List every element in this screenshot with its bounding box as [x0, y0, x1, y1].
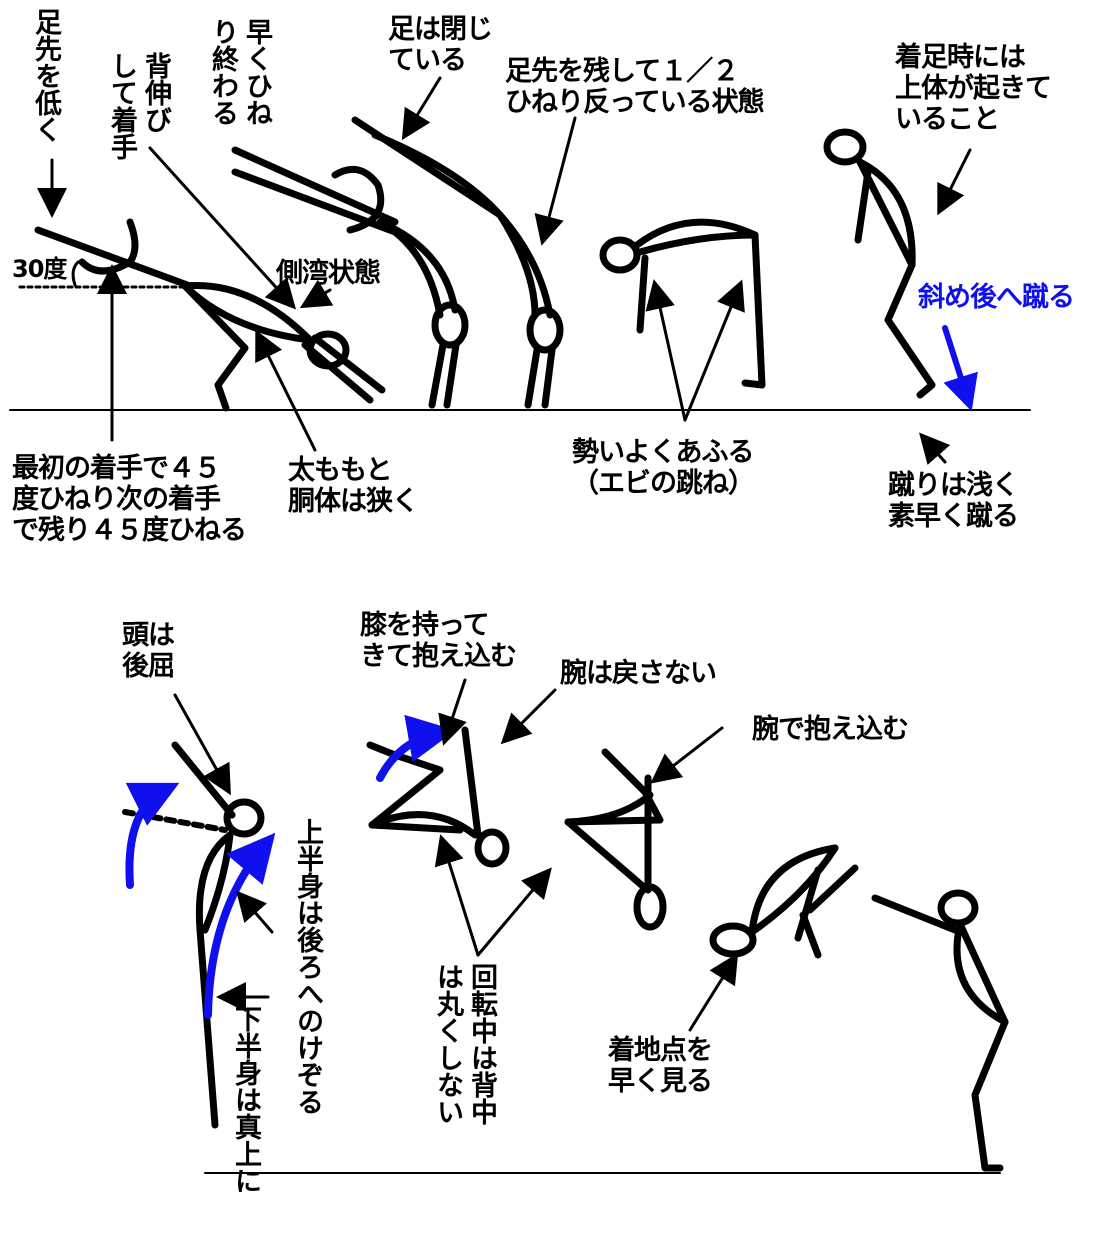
label-look-landing: 着地点を 早く見る [608, 1035, 713, 1097]
figure-5 [823, 128, 936, 399]
figure-9 [709, 844, 859, 959]
figure-7 [366, 714, 510, 868]
figure-6 [122, 741, 276, 1129]
label-back-round: 回転中は背中 は丸くしない [432, 963, 497, 1125]
label-toe-low: 足先を低く [30, 8, 61, 143]
label-landing-upright: 着足時には 上体が起きて いること [895, 42, 1052, 135]
label-twist-early: 早くひね り終わる [207, 18, 272, 126]
label-upper-body: 上半身は後ろへのけぞる [292, 818, 323, 1115]
label-lower-body: 下半身は真上に [230, 1005, 261, 1194]
label-thigh-torso: 太ももと 胴体は狭く [288, 455, 419, 517]
label-kick-shallow: 蹴りは浅く 素早く蹴る [888, 470, 1019, 532]
label-arms-no-return: 腕は戻さない [560, 658, 717, 689]
label-half-twist: 足先を残して１／２ ひねり反っている状態 [505, 56, 765, 118]
label-scoliosis: 側湾状態 [276, 258, 381, 289]
label-first-hand: 最初の着手で４５ 度ひねり次の着手 で残り４５度ひねる [12, 453, 247, 546]
label-knee-tuck: 膝を持って きて抱え込む [360, 610, 517, 672]
figure-1 [34, 218, 386, 412]
label-swing: 勢いよくあふる （エビの跳ね） [572, 437, 755, 499]
label-head-back: 頭は 後屈 [122, 620, 175, 682]
label-feet-closed: 足は閉じ ている [388, 14, 493, 76]
label-arms-tuck: 腕で抱え込む [752, 714, 909, 745]
figure-10 [871, 889, 1009, 1172]
label-stretch-hand: 背伸び して着手 [106, 52, 171, 160]
figure-8 [564, 748, 667, 931]
label-kick-diagonal: 斜め後へ蹴る [918, 282, 1075, 313]
figure-4 [599, 218, 766, 389]
figure-2 [231, 146, 469, 409]
label-angle: 30度 [12, 255, 67, 283]
figure-3 [351, 116, 564, 409]
